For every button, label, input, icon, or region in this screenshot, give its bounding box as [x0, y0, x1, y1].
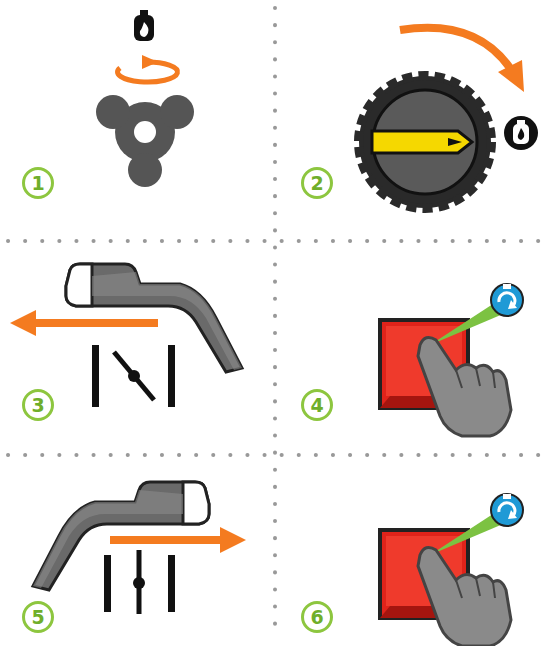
callout-number: 1 [22, 167, 54, 199]
push-arrow [110, 527, 246, 553]
igniter-press [380, 494, 523, 646]
valve-closed-symbol [104, 550, 175, 614]
valve-handle [96, 95, 194, 187]
propane-tank-icon [504, 116, 538, 150]
turn-arrow [400, 28, 524, 92]
igniter-press [380, 284, 523, 436]
turn-arrow [118, 55, 178, 82]
callout-number: 4 [301, 389, 333, 421]
callout-number: 2 [301, 167, 333, 199]
pull-arrow [10, 310, 158, 336]
propane-tank-icon [134, 10, 154, 41]
valve-open-symbol [92, 345, 175, 407]
callout-number: 5 [22, 601, 54, 633]
callout-number: 6 [301, 601, 333, 633]
callout-number: 3 [22, 389, 54, 421]
control-knob [359, 76, 491, 208]
